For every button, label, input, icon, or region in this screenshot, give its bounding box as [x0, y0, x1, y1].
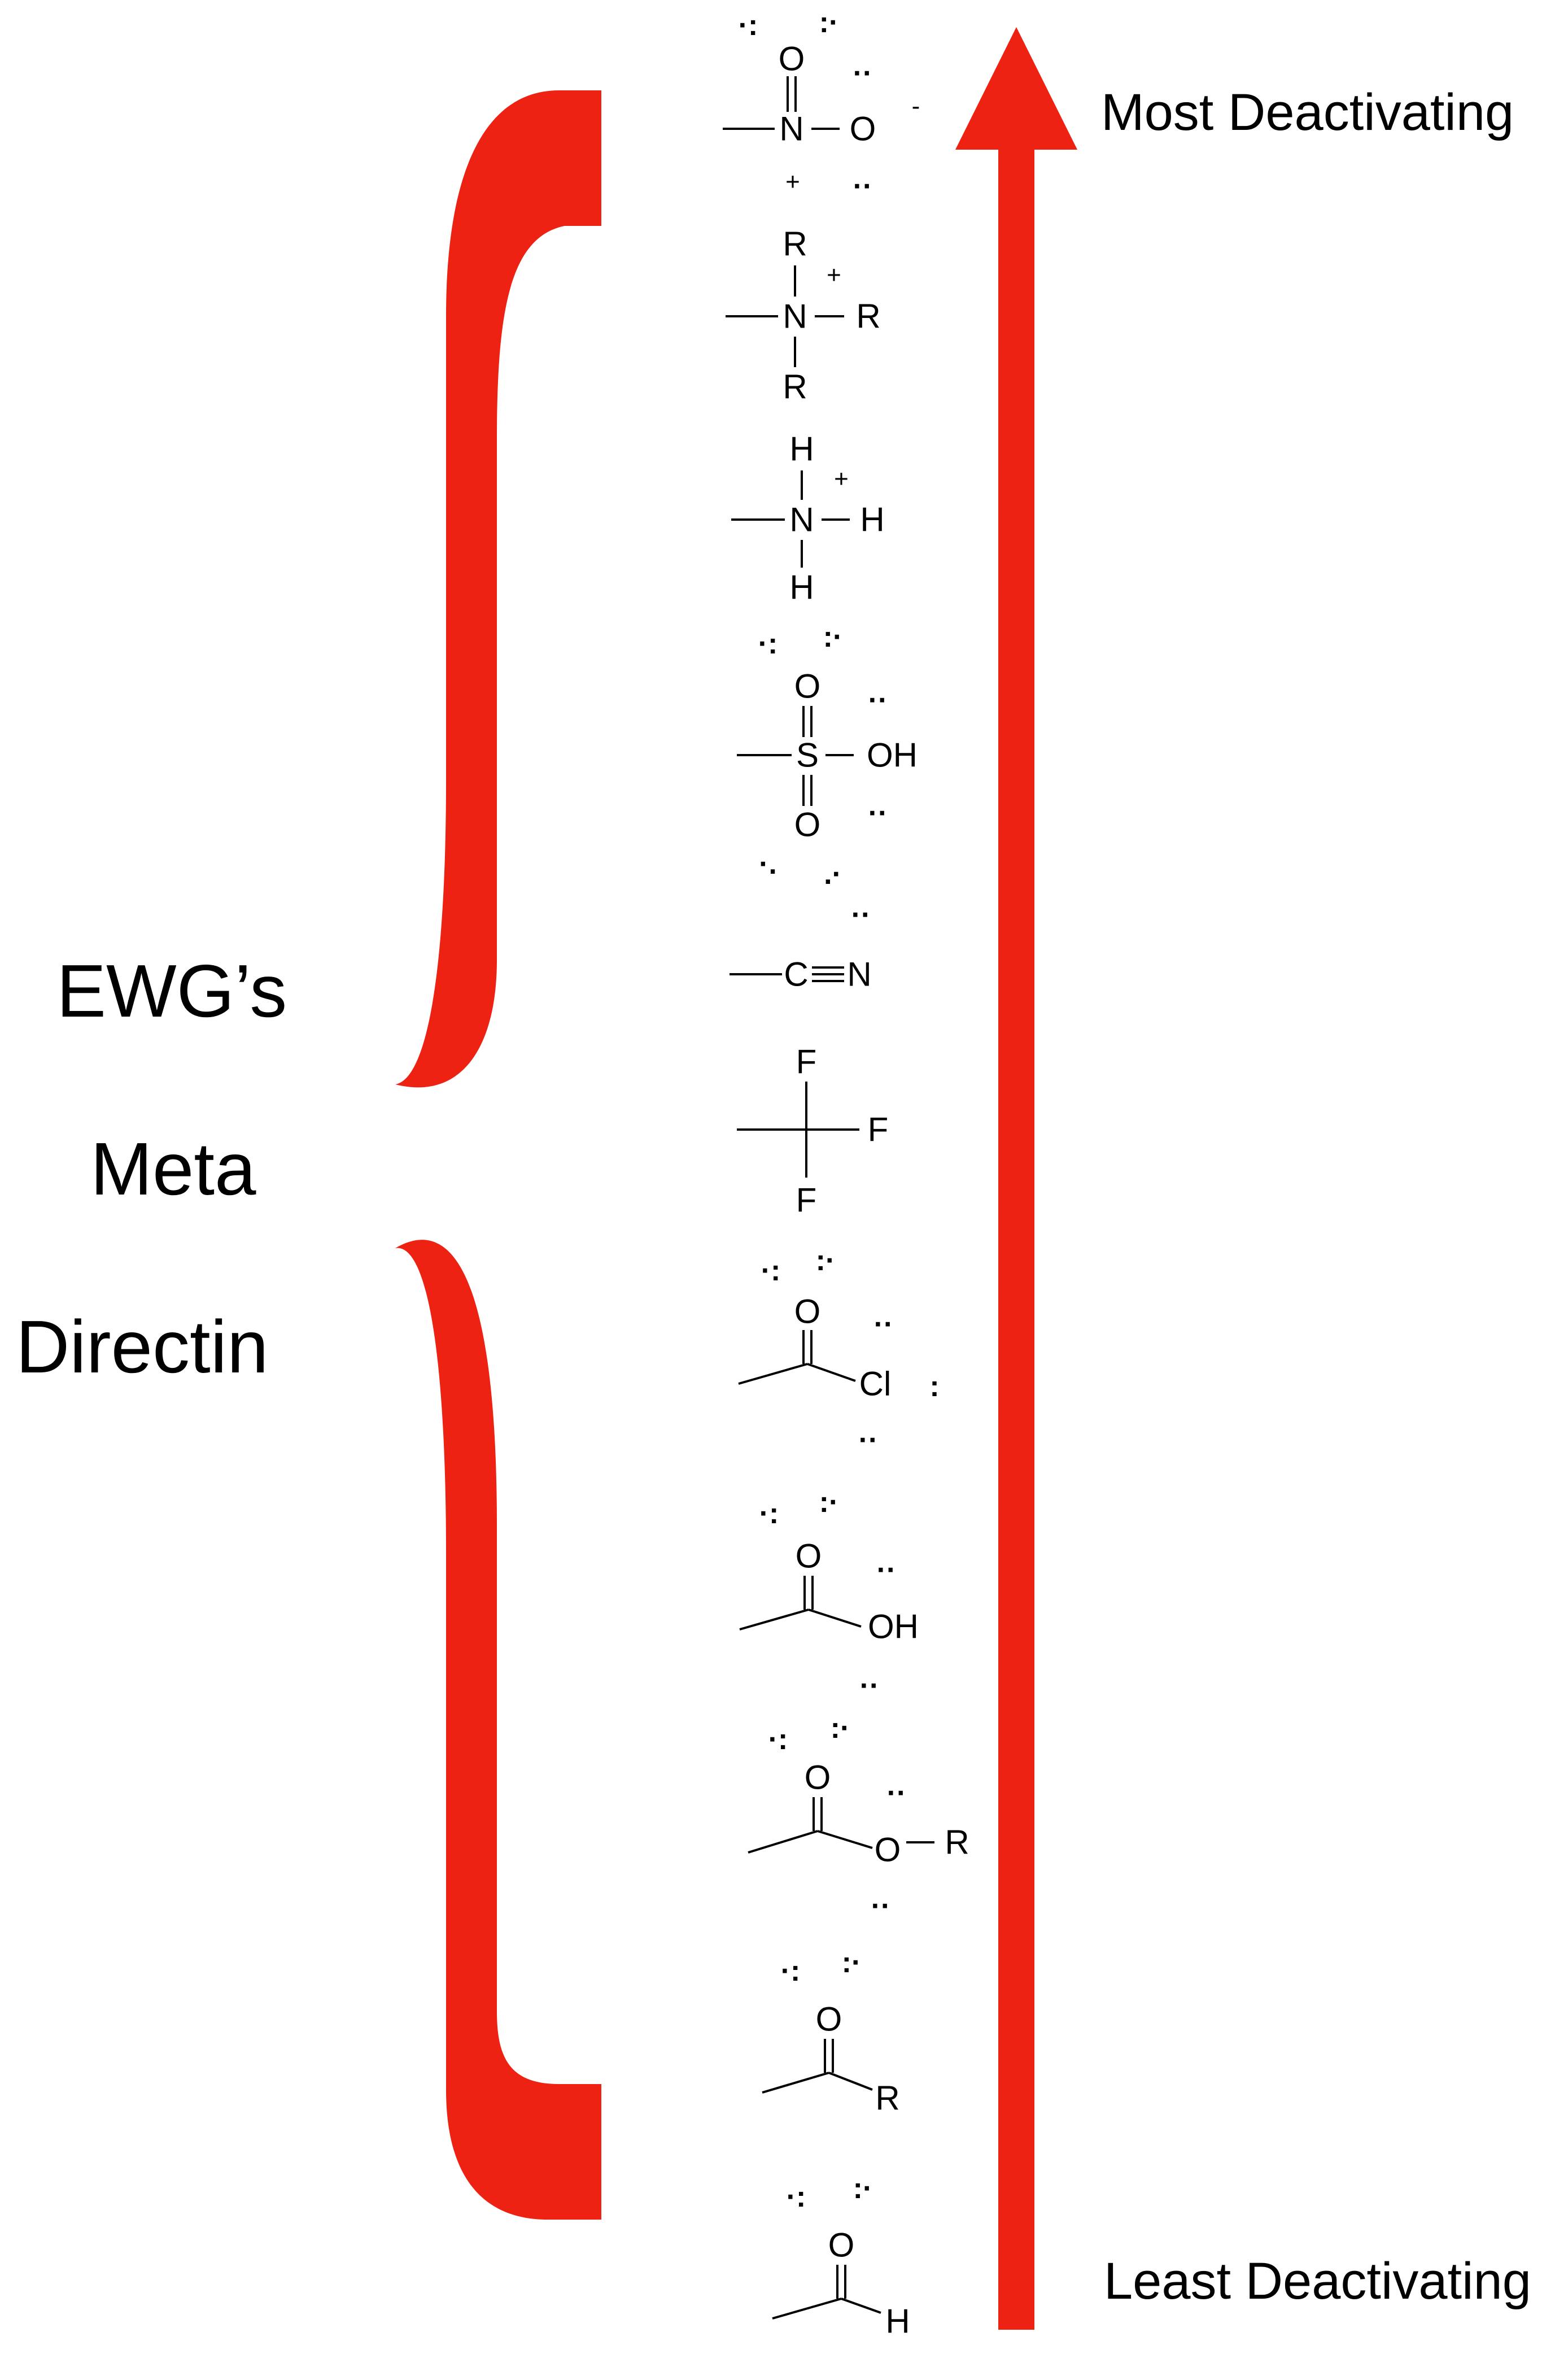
atom-nitrogen: N: [847, 956, 871, 993]
label-ewgs: EWG’s: [56, 949, 287, 1032]
atom-oxygen: O: [850, 110, 876, 148]
arrow-top-label: Most Deactivating: [1101, 84, 1514, 141]
atom-oxygen: O: [816, 2000, 842, 2038]
group-nitrile: ·· C N: [730, 899, 872, 993]
lone-pair-dots: ··: [853, 57, 873, 90]
atom-hydrogen: H: [789, 430, 814, 468]
group-carboxylic-acid: ·: :· O ·· OH ··: [739, 1486, 919, 1702]
group-ammonium-h: H N H H +: [731, 430, 885, 607]
atom-r: R: [856, 298, 880, 335]
lone-pair-dots: ··: [868, 684, 888, 717]
atom-fluorine: F: [796, 1182, 817, 1219]
atom-hydroxyl: OH: [868, 1608, 919, 1646]
meta-directing-brace: [395, 90, 601, 2220]
lone-pair-dots: ··: [853, 170, 873, 203]
atom-oxygen: O: [794, 1293, 821, 1331]
lone-pair-dots: :·: [819, 1486, 839, 1519]
atom-oxygen: O: [779, 40, 805, 78]
atom-nitrogen: N: [783, 298, 807, 335]
atom-r: R: [783, 225, 807, 263]
group-ammonium-r: R N R R +: [726, 225, 881, 406]
lone-pair-dots: :·: [831, 1712, 850, 1745]
lone-pair-dots: ·:: [759, 1497, 779, 1530]
lone-pair-dots: ··: [868, 797, 888, 830]
group-nitro: ·: :· O N O ·· ·· + -: [723, 6, 920, 203]
group-aldehyde: ·: :· O H: [772, 2172, 910, 2340]
arrow-bottom-label: Least Deactivating: [1104, 2252, 1531, 2310]
lone-pair-dots: :·: [823, 621, 843, 653]
lone-pair-dots: ··: [859, 1424, 879, 1457]
lone-pair-dots: ··: [877, 1554, 897, 1586]
positive-charge: +: [834, 465, 849, 493]
lone-pair-dots: ·.: [759, 848, 777, 880]
lone-pair-dots: ·:: [787, 2181, 806, 2213]
deactivation-arrow-shaft: [998, 150, 1034, 2330]
lone-pair-dots: ··: [887, 1777, 907, 1810]
lone-pair-dots: :·: [816, 1244, 836, 1277]
atom-oxygen: O: [805, 1759, 831, 1797]
group-sulfonic-acid: ·: :· O ·· S OH ·· O ·. .·: [737, 621, 918, 891]
group-acyl-chloride: ·: :· O ·· Cl : ··: [738, 1244, 940, 1457]
atom-r: R: [875, 2080, 899, 2117]
lone-pair-dots: ··: [860, 1670, 880, 1702]
lone-pair-dots: :·: [819, 6, 839, 39]
lone-pair-dots: ·:: [761, 1254, 781, 1287]
lone-pair-dots: ··: [874, 1308, 894, 1341]
atom-sulfur: S: [796, 736, 819, 774]
atom-chlorine: Cl: [859, 1365, 892, 1403]
positive-charge: +: [785, 168, 800, 196]
atom-nitrogen: N: [779, 110, 803, 148]
negative-charge: -: [912, 93, 920, 120]
lone-pair-dots: :: [929, 1370, 939, 1403]
lone-pair-dots: ·:: [781, 1955, 801, 1987]
lone-pair-dots: ·:: [758, 627, 778, 660]
atom-fluorine: F: [868, 1111, 889, 1149]
atom-hydrogen: H: [860, 501, 884, 539]
lone-pair-dots: ·:: [768, 1723, 788, 1756]
lone-pair-dots: :·: [853, 2172, 873, 2205]
atom-fluorine: F: [796, 1043, 817, 1081]
group-ester: ·: :· O ·· O R ··: [748, 1712, 969, 1923]
atom-carbon: C: [784, 956, 808, 993]
atom-oxygen: O: [796, 1537, 822, 1575]
lone-pair-dots: ··: [871, 1890, 891, 1923]
atom-nitrogen: N: [789, 501, 814, 539]
atom-oxygen: O: [828, 2226, 855, 2264]
atom-oxygen: O: [794, 668, 821, 705]
group-trifluoromethyl: F F F: [737, 1043, 888, 1219]
atom-hydrogen: H: [789, 569, 814, 607]
label-directin: Directin: [16, 1305, 268, 1388]
atom-oxygen: O: [875, 1831, 901, 1869]
atom-oxygen: O: [794, 806, 821, 844]
lone-pair-dots: ·:: [739, 9, 758, 42]
lone-pair-dots: :·: [842, 1946, 862, 1979]
lone-pair-dots: ··: [851, 899, 871, 931]
atom-r: R: [783, 368, 807, 406]
lone-pair-dots: .·: [824, 858, 842, 891]
atom-r: R: [945, 1824, 969, 1862]
atom-hydrogen: H: [885, 2303, 910, 2340]
deactivation-arrowhead: [955, 27, 1077, 150]
group-ketone: ·: :· O R: [762, 1946, 900, 2117]
positive-charge: +: [827, 261, 841, 289]
label-meta: Meta: [90, 1127, 256, 1210]
atom-hydroxyl: OH: [867, 736, 918, 774]
